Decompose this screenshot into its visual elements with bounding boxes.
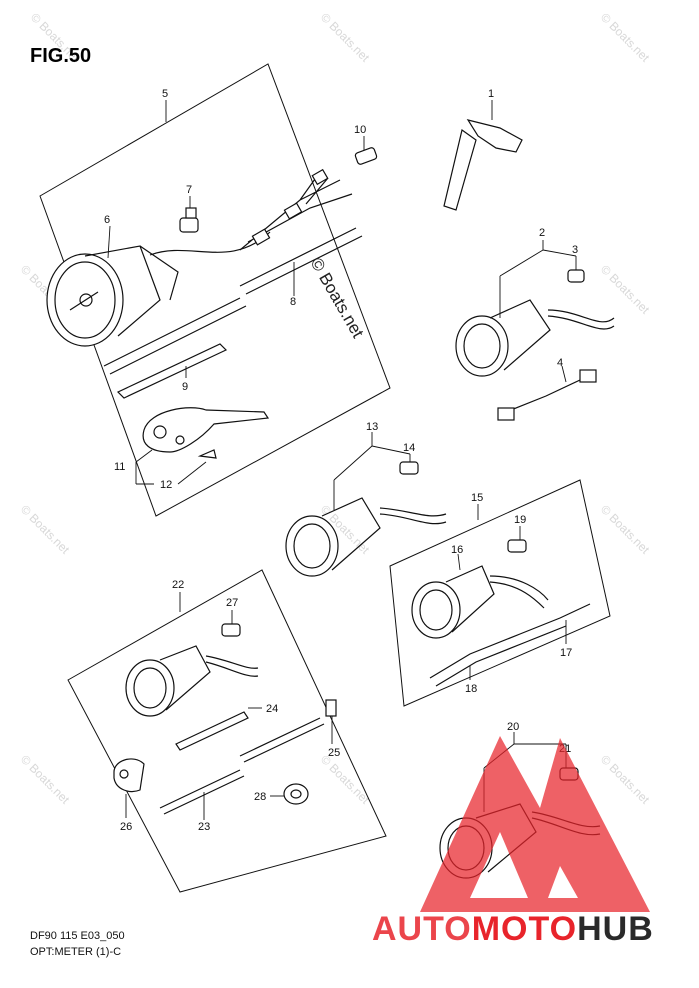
figure-title: FIG.50 (30, 45, 91, 67)
callout-17: 17 (560, 647, 572, 659)
group-5-box (39, 63, 391, 517)
group-15 (389, 479, 611, 707)
watermark: © Boats.net (18, 752, 73, 807)
callout-26: 26 (120, 821, 132, 833)
brand-part-2: MOTO (472, 910, 577, 948)
callout-9: 9 (182, 381, 188, 393)
part-6-gauge (46, 225, 271, 347)
group-5 (39, 63, 391, 517)
callout-10: 10 (354, 124, 366, 136)
part-9-strap (116, 343, 228, 399)
part-10-bulb (354, 136, 378, 165)
wire-harness (239, 168, 353, 251)
callout-3: 3 (572, 244, 578, 256)
watermark: © Boats.net (318, 752, 373, 807)
callout-25: 25 (328, 747, 340, 759)
callout-1: 1 (488, 88, 494, 100)
footer-caption: OPT:METER (1)-C (30, 946, 121, 958)
brand-logo: AUTOMOTOHUB (372, 736, 654, 948)
callouts: 1 2 3 4 5 6 7 8 9 10 11 12 13 14 15 16 1… (104, 88, 578, 833)
part-4-connector (497, 365, 597, 421)
part-7-bulb (179, 196, 199, 233)
callout-27: 27 (226, 597, 238, 609)
footer-code: DF90 115 E03_050 (30, 930, 125, 942)
svg-text:AUTOMOTOHUB: AUTOMOTOHUB (372, 910, 654, 948)
callout-28: 28 (254, 791, 266, 803)
callout-14: 14 (403, 442, 415, 454)
group-13 (285, 432, 447, 577)
callout-6: 6 (104, 214, 110, 226)
callout-13: 13 (366, 421, 378, 433)
callout-18: 18 (465, 683, 477, 695)
group-22 (67, 569, 387, 893)
watermark: © Boats.net (598, 752, 653, 807)
callout-5: 5 (162, 88, 168, 100)
watermark: © Boats.net (598, 262, 653, 317)
brand-triangle-icon (420, 736, 650, 912)
watermark-center: © Boats.net (307, 255, 368, 342)
part-11-bracket (135, 407, 270, 485)
callout-23: 23 (198, 821, 210, 833)
callout-19: 19 (514, 514, 526, 526)
callout-15: 15 (471, 492, 483, 504)
group-15-box (389, 479, 611, 707)
callout-12: 12 (160, 479, 172, 491)
callout-8: 8 (290, 296, 296, 308)
watermark: © Boats.net (598, 10, 653, 65)
callout-24: 24 (266, 703, 278, 715)
callout-11: 11 (114, 461, 125, 473)
callout-2: 2 (539, 227, 545, 239)
part-1-lever (443, 100, 523, 211)
callout-22: 22 (172, 579, 184, 591)
callout-20: 20 (507, 721, 519, 733)
callout-4: 4 (557, 357, 563, 369)
group-2 (455, 240, 615, 377)
brand-part-3: HUB (577, 910, 654, 948)
watermark: © Boats.net (18, 502, 73, 557)
part-8-tube (103, 227, 363, 375)
watermark: © Boats.net (318, 10, 373, 65)
brand-part-1: AUTO (372, 910, 472, 948)
group-22-box (67, 569, 387, 893)
watermark-layer: © Boats.net © Boats.net © Boats.net © Bo… (18, 10, 653, 807)
callout-7: 7 (186, 184, 192, 196)
callout-16: 16 (451, 544, 463, 556)
watermark: © Boats.net (598, 502, 653, 557)
